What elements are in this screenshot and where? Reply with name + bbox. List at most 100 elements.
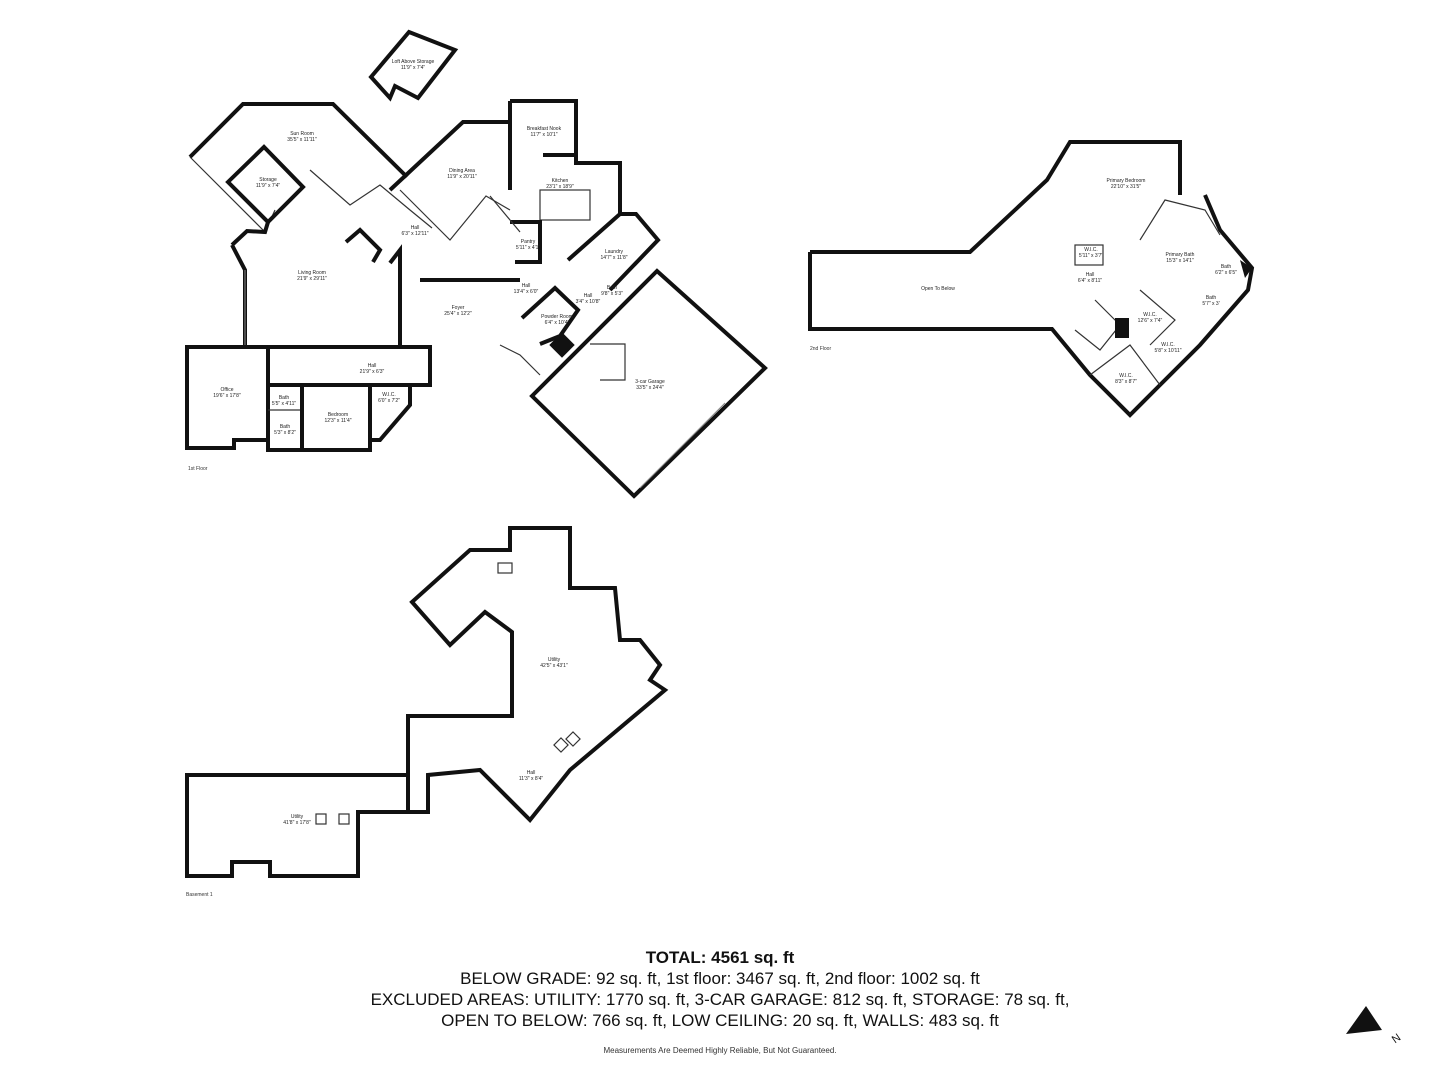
room-dims-wic-3: 12'6" x 7'4" (1138, 318, 1163, 324)
room-name-bath-3: Bath (280, 424, 291, 430)
floor-1st: 1st Floor (185, 29, 768, 499)
room-dims-office: 19'6" x 17'8" (213, 393, 241, 399)
room-name-office: Office (221, 387, 234, 393)
room-labels: Loft Above Storage 11'9" x 7'4" Sun Room… (213, 59, 1237, 826)
north-label: N (1390, 1032, 1403, 1046)
room-dims-primary-bath: 15'3" x 14'1" (1166, 258, 1194, 264)
room-dims-living: 21'9" x 29'11" (297, 276, 327, 282)
room-name-hall-1: Hall (411, 225, 420, 231)
room-dims-wic-4: 5'8" x 10'11" (1154, 348, 1181, 354)
room-name-kitchen: Kitchen (552, 178, 569, 184)
room-name-breakfast: Breakfast Nook (527, 126, 562, 132)
room-name-bedroom: Bedroom (328, 412, 348, 418)
room-dims-hall-4: 21'9" x 6'3" (360, 369, 385, 375)
room-dims-loft: 11'9" x 7'4" (401, 65, 425, 71)
total-area: TOTAL: 4561 sq. ft (645, 948, 795, 967)
room-dims-hall-5: 6'4" x 8'11" (1078, 278, 1102, 284)
room-name-sun: Sun Room (290, 131, 314, 137)
floor-basement: Basement 1 (185, 526, 669, 898)
area-breakdown-line: BELOW GRADE: 92 sq. ft, 1st floor: 3467 … (460, 969, 980, 988)
hall-4-outline (268, 345, 432, 387)
room-name-living: Living Room (298, 270, 326, 276)
room-name-hall-5: Hall (1086, 272, 1095, 278)
room-name-foyer: Foyer (452, 305, 465, 311)
room-name-pantry: Pantry (521, 239, 536, 245)
sunroom-outline (188, 102, 409, 179)
storage-outline (225, 144, 306, 225)
bedroom-outline (300, 383, 372, 452)
open-to-below-outline (810, 140, 1182, 254)
room-name-wic-3: W.I.C. (1143, 312, 1157, 318)
room-dims-laundry: 14'7" x 11'8" (600, 255, 627, 261)
room-dims-hall-3: 3'4" x 10'8" (576, 299, 601, 305)
room-name-laundry: Laundry (605, 249, 624, 255)
excluded-areas-line-2: OPEN TO BELOW: 766 sq. ft, LOW CEILING: … (441, 1011, 999, 1030)
breakfast-outline (510, 99, 578, 155)
room-name-utility-2: Utility (291, 814, 304, 820)
floor-label-1st: 1st Floor (188, 466, 208, 472)
room-dims-hall-2: 13'4" x 6'0" (514, 289, 539, 295)
room-name-wic-2: W.I.C. (1084, 247, 1098, 253)
room-dims-garage: 33'5" x 24'4" (636, 385, 664, 391)
room-dims-wic-5: 8'3" x 8'7" (1115, 379, 1137, 385)
wic-1-outline (368, 383, 412, 442)
room-name-hall-4: Hall (368, 363, 377, 369)
room-dims-bath-5: 5'7" x 3' (1202, 301, 1219, 307)
room-dims-wic-1: 6'0" x 7'2" (378, 398, 400, 404)
floor-2nd: 2nd Floor (808, 140, 1255, 418)
excluded-areas-line: EXCLUDED AREAS: UTILITY: 1770 sq. ft, 3-… (370, 990, 1070, 1009)
floor-label-2nd: 2nd Floor (810, 346, 831, 352)
room-name-bath-4: Bath (1221, 264, 1232, 270)
room-dims-pantry: 5'11" x 4'1" (516, 245, 540, 251)
room-dims-wic-2: 5'11" x 3'7" (1079, 253, 1103, 259)
garage-outline (529, 268, 768, 499)
room-dims-utility-1: 42'5" x 43'1" (540, 663, 568, 669)
basement-utility-2-outline (185, 773, 410, 878)
room-dims-bath-1: 9'8" x 5'3" (601, 291, 623, 297)
room-dims-bath-3: 5'3" x 8'2" (274, 430, 296, 436)
room-dims-utility-2: 41'8" x 17'8" (283, 820, 311, 826)
room-dims-primary: 22'10" x 31'5" (1111, 184, 1141, 190)
room-name-loft: Loft Above Storage (392, 59, 435, 65)
room-dims-bath-4: 6'2" x 6'5" (1215, 270, 1237, 276)
room-name-bath-1: Bath (607, 285, 618, 291)
floor-label-basement: Basement 1 (186, 892, 213, 898)
room-dims-kitchen: 23'1" x 18'9" (546, 184, 574, 190)
room-name-hall-6: Hall (527, 770, 536, 776)
room-name-open-to-below: Open To Below (921, 286, 955, 292)
living-outline (230, 221, 270, 247)
room-name-bath-5: Bath (1206, 295, 1217, 301)
room-dims-hall-1: 6'3" x 12'11" (401, 231, 428, 237)
room-name-wic-4: W.I.C. (1161, 342, 1175, 348)
room-dims-hall-6: 11'3" x 8'4" (519, 776, 543, 782)
room-dims-sun: 35'5" x 11'11" (287, 137, 317, 143)
room-dims-powder: 6'4" x 10'4" (545, 320, 570, 326)
loft-outline (368, 29, 459, 102)
room-name-bath-2: Bath (279, 395, 290, 401)
room-name-wic-1: W.I.C. (382, 392, 396, 398)
room-name-utility-1: Utility (548, 657, 561, 663)
room-name-garage: 3-car Garage (635, 379, 665, 385)
office-outline (185, 345, 270, 450)
room-name-hall-2: Hall (522, 283, 531, 289)
laundry-outline (566, 212, 661, 292)
room-dims-bedroom: 12'3" x 11'4" (324, 418, 351, 424)
room-name-wic-5: W.I.C. (1119, 373, 1133, 379)
north-arrow-icon: N (1346, 1006, 1403, 1046)
room-dims-storage: 11'9" x 7'4" (256, 183, 280, 189)
powder-outline (520, 285, 581, 346)
dining-outline (388, 120, 510, 192)
room-dims-dining: 11'9" x 20'11" (447, 174, 477, 180)
room-name-powder: Powder Room (541, 314, 573, 320)
room-name-primary-bath: Primary Bath (1166, 252, 1195, 258)
room-dims-foyer: 25'4" x 12'2" (444, 311, 472, 317)
room-name-storage: Storage (259, 177, 277, 183)
disclaimer: Measurements Are Deemed Highly Reliable,… (603, 1046, 837, 1055)
room-dims-breakfast: 11'7" x 10'1" (530, 132, 557, 138)
room-dims-bath-2: 5'5" x 4'11" (272, 401, 296, 407)
kitchen-island (539, 189, 591, 221)
basement-utility-outline (406, 526, 669, 823)
room-name-dining: Dining Area (449, 168, 475, 174)
room-name-primary: Primary Bedroom (1107, 178, 1146, 184)
